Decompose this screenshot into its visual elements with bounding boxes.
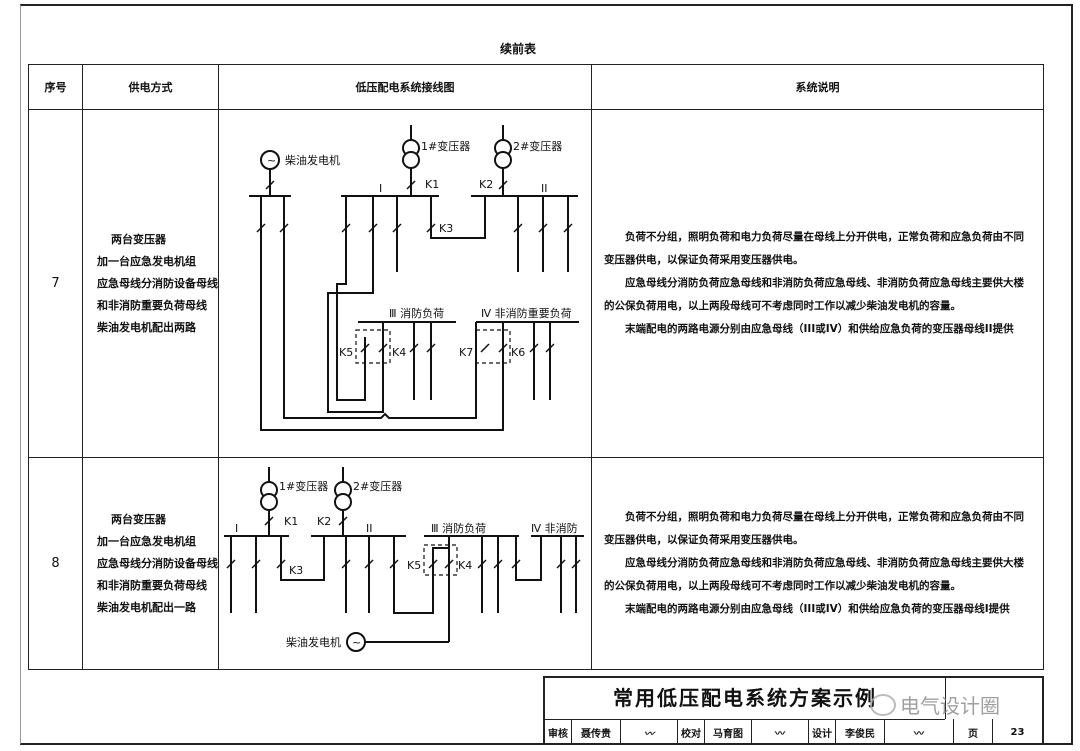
designer-signature: 〰 <box>885 719 954 745</box>
mode-line: 应急母线分消防设备母线 <box>97 276 218 290</box>
svg-text:Ⅳ 非消防重要负荷: Ⅳ 非消防重要负荷 <box>481 306 572 320</box>
desc-paragraph: 负荷不分组，照明负荷和电力负荷尽量在母线上分开供电，正常负荷和应急负荷由不同变压… <box>604 231 1024 266</box>
design-label: 设计 <box>809 719 836 745</box>
diagram-cell: ~ 柴油发电机 1#变压器 2#变压器 K1 K2 I II <box>218 109 592 458</box>
mode-line: 和非消防重要负荷母线 <box>97 298 207 312</box>
generator-icon <box>346 632 366 652</box>
svg-text:Ⅳ 非消防: Ⅳ 非消防 <box>531 521 578 535</box>
desc-paragraph: 负荷不分组，照明负荷和电力负荷尽量在母线上分开供电，正常负荷和应急负荷由不同变压… <box>604 511 1024 546</box>
divider <box>945 678 946 719</box>
system-description: 负荷不分组，照明负荷和电力负荷尽量在母线上分开供电，正常负荷和应急负荷由不同变压… <box>591 109 1044 458</box>
supply-mode: 两台变压器 加一台应急发电机组 应急母线分消防设备母线 和非消防重要负荷母线 柴… <box>82 109 219 458</box>
reviewer-name: 聂传贵 <box>572 719 621 745</box>
svg-text:2#变压器: 2#变压器 <box>353 479 402 493</box>
scheme-table: 序号 供电方式 低压配电系统接线图 系统说明 7 两台变压器 加一台应急发电机组… <box>28 64 1044 670</box>
svg-text:1#变压器: 1#变压器 <box>279 479 328 493</box>
system-description: 负荷不分组，照明负荷和电力负荷尽量在母线上分开供电，正常负荷和应急负荷由不同变压… <box>591 457 1044 670</box>
header-mode: 供电方式 <box>82 64 219 110</box>
designer-name: 李俊民 <box>836 719 885 745</box>
svg-text:K4: K4 <box>392 346 406 359</box>
header-diagram: 低压配电系统接线图 <box>218 64 592 110</box>
mode-line: 加一台应急发电机组 <box>97 534 196 548</box>
svg-text:K2: K2 <box>479 178 493 191</box>
svg-text:I: I <box>235 522 238 535</box>
svg-text:~: ~ <box>267 154 276 167</box>
table-row: 7 两台变压器 加一台应急发电机组 应急母线分消防设备母线 和非消防重要负荷母线… <box>28 109 1044 458</box>
table-caption: 续前表 <box>500 42 537 56</box>
table-header: 序号 供电方式 低压配电系统接线图 系统说明 <box>28 64 1044 110</box>
mode-line: 应急母线分消防设备母线 <box>97 556 218 570</box>
svg-text:K2: K2 <box>317 515 331 528</box>
svg-text:I: I <box>379 182 382 195</box>
mode-line: 加一台应急发电机组 <box>97 254 196 268</box>
checker-name: 马育图 <box>705 719 752 745</box>
desc-paragraph: 应急母线分消防负荷应急母线和非消防负荷应急母线、非消防负荷应急母线主要供大楼的公… <box>604 557 1024 592</box>
desc-paragraph: 末端配电的两路电源分别由应急母线（III或IV）和供给应急负荷的变压器母线II提… <box>625 323 1014 335</box>
title-block: 常用低压配电系统方案示例 审核 聂传贵 〰 校对 马育图 〰 设计 李俊民 〰 … <box>543 676 1044 745</box>
svg-text:K1: K1 <box>284 515 298 528</box>
svg-text:K1: K1 <box>425 178 439 191</box>
reviewer-signature: 〰 <box>621 719 678 745</box>
header-desc: 系统说明 <box>591 64 1044 110</box>
row-number: 7 <box>28 109 83 458</box>
page-number: 23 <box>1010 726 1025 738</box>
supply-mode: 两台变压器 加一台应急发电机组 应急母线分消防设备母线 和非消防重要负荷母线 柴… <box>82 457 219 670</box>
svg-text:Ⅲ 消防负荷: Ⅲ 消防负荷 <box>389 306 444 320</box>
checker-signature: 〰 <box>752 719 809 745</box>
svg-text:1#变压器: 1#变压器 <box>421 139 470 153</box>
svg-text:K6: K6 <box>511 346 525 359</box>
desc-paragraph: 末端配电的两路电源分别由应急母线（III或IV）和供给应急负荷的变压器母线I提供 <box>625 603 1010 615</box>
desc-paragraph: 应急母线分消防负荷应急母线和非消防负荷应急母线、非消防负荷应急母线主要供大楼的公… <box>604 277 1024 312</box>
signature-row: 审核 聂传贵 〰 校对 马育图 〰 设计 李俊民 〰 页 23 <box>545 719 1042 745</box>
mode-line: 两台变压器 <box>111 512 166 526</box>
mode-line: 柴油发电机配出一路 <box>97 600 196 614</box>
watermark: 电气设计圈 <box>870 690 1000 719</box>
svg-text:柴油发电机: 柴油发电机 <box>285 153 340 167</box>
mode-line: 柴油发电机配出两路 <box>97 320 196 334</box>
diagram-cell: 1#变压器 2#变压器 K1 K2 I II Ⅲ 消防负荷 Ⅳ 非消防 K3 <box>218 457 592 670</box>
svg-text:2#变压器: 2#变压器 <box>513 139 562 153</box>
row-number: 8 <box>28 457 83 670</box>
svg-text:Ⅲ 消防负荷: Ⅲ 消防负荷 <box>431 521 486 535</box>
mode-line: 两台变压器 <box>111 232 166 246</box>
svg-text:K3: K3 <box>289 564 303 577</box>
wechat-icon <box>870 693 896 716</box>
watermark-text: 电气设计圈 <box>900 694 1000 718</box>
svg-text:~: ~ <box>352 636 361 649</box>
svg-text:K5: K5 <box>407 559 421 572</box>
svg-text:K3: K3 <box>439 222 453 235</box>
page-label: 页 <box>954 719 993 745</box>
svg-text:K7: K7 <box>459 346 473 359</box>
svg-text:II: II <box>366 522 373 535</box>
drawing-title: 常用低压配电系统方案示例 <box>545 678 945 720</box>
wiring-diagram-7: ~ 柴油发电机 1#变压器 2#变压器 K1 K2 I II <box>249 125 579 431</box>
mode-line: 和非消防重要负荷母线 <box>97 578 207 592</box>
svg-text:K4: K4 <box>458 559 472 572</box>
review-label: 审核 <box>545 719 572 745</box>
svg-text:K5: K5 <box>339 346 353 359</box>
wiring-diagram-8: 1#变压器 2#变压器 K1 K2 I II Ⅲ 消防负荷 Ⅳ 非消防 K3 <box>224 467 584 652</box>
header-no: 序号 <box>28 64 83 110</box>
svg-text:柴油发电机: 柴油发电机 <box>286 635 341 649</box>
svg-text:II: II <box>541 182 548 195</box>
check-label: 校对 <box>678 719 705 745</box>
table-row: 8 两台变压器 加一台应急发电机组 应急母线分消防设备母线 和非消防重要负荷母线… <box>28 457 1044 670</box>
